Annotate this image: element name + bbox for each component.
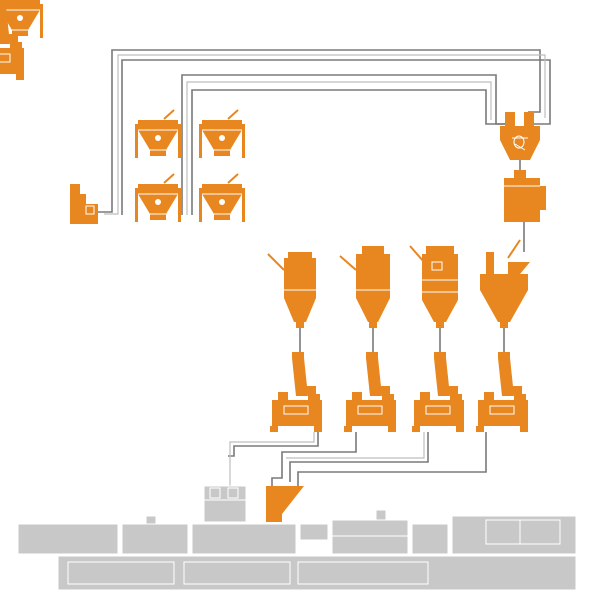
extruder-machine bbox=[17, 485, 577, 591]
silo-3 bbox=[409, 245, 458, 328]
dust-collector bbox=[504, 170, 546, 222]
feed-line-3 bbox=[289, 432, 429, 482]
silo-1 bbox=[267, 252, 316, 328]
pipe-loop-4b bbox=[186, 81, 492, 215]
feed-line-1b bbox=[229, 432, 315, 490]
weighing-hopper-1 bbox=[134, 109, 182, 159]
pipe-loop-outer bbox=[98, 49, 541, 213]
pipe-loop-4 bbox=[191, 89, 508, 215]
silo-feeder-connections bbox=[299, 328, 505, 352]
feeder-4 bbox=[475, 351, 529, 433]
main-feed-hopper bbox=[266, 486, 304, 522]
weighing-hopper-3 bbox=[134, 173, 182, 223]
silo-2 bbox=[339, 246, 390, 328]
feed-line-3b bbox=[286, 432, 425, 459]
conveying-blower bbox=[70, 184, 98, 224]
weighing-hopper bbox=[0, 0, 43, 38]
feed-line-2 bbox=[271, 432, 357, 486]
cyclone-separator bbox=[500, 112, 540, 160]
feeder bbox=[0, 0, 24, 80]
feed-line-1 bbox=[228, 432, 319, 457]
feeder-2 bbox=[343, 351, 397, 433]
weighing-hopper-2 bbox=[198, 109, 246, 159]
weighing-hopper-4 bbox=[198, 173, 246, 223]
feeder-1 bbox=[269, 351, 323, 433]
conveying-pipes bbox=[98, 49, 551, 252]
feed-lines bbox=[228, 432, 487, 490]
pipe-loop-1b bbox=[104, 54, 546, 215]
weighing-hoppers bbox=[0, 0, 43, 38]
silo-4 bbox=[480, 239, 530, 328]
feed-line-4 bbox=[297, 432, 487, 486]
feeder-3 bbox=[411, 351, 465, 433]
pipe-loop-2 bbox=[121, 59, 551, 215]
